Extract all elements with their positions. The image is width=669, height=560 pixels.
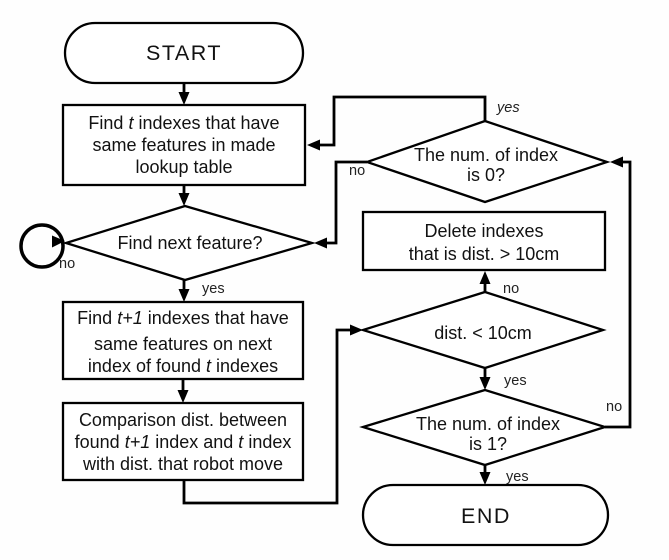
- self-loop-find-next-no: [19, 223, 65, 269]
- decision-shape: [359, 290, 607, 370]
- label-find-next-no: no: [59, 256, 75, 272]
- edge-num0-yes-to-find-t: [307, 95, 487, 151]
- node-find-t1-indexes: Find t+1 indexes that have same features…: [61, 300, 305, 381]
- terminator-shape: [361, 483, 610, 547]
- comparison-line-2: found t+1 index and t index: [75, 432, 292, 452]
- num1-line-2: is 1?: [469, 434, 507, 454]
- arrowhead-icon: [479, 271, 491, 284]
- node-comparison: Comparison dist. between found t+1 index…: [61, 401, 305, 482]
- node-delete-indexes: Delete indexes that is dist. > 10cm: [361, 210, 607, 272]
- decision-shape: [359, 388, 609, 467]
- find-t1-line-2: same features on next: [94, 334, 272, 354]
- node-num-index-0: The num. of index is 0?: [363, 119, 611, 204]
- edge-find-t1-to-comparison: [177, 379, 189, 403]
- edge-dist-no-to-delete: [479, 271, 491, 292]
- edge-num1-yes-to-end: [479, 465, 491, 485]
- label-num1-no: no: [606, 399, 622, 415]
- process-shape: [61, 300, 305, 381]
- find-t1-line-3: index of found t indexes: [88, 356, 278, 376]
- edge-start-to-find-t: [178, 83, 190, 105]
- find-t-line-2: same features in made: [92, 135, 275, 155]
- num0-line-1: The num. of index: [414, 145, 558, 165]
- node-num-index-1: The num. of index is 1?: [359, 388, 609, 467]
- arrowhead-icon: [52, 235, 65, 248]
- arrowhead-icon: [479, 377, 491, 390]
- node-end: END: [361, 483, 610, 547]
- find-t1-line-1: Find t+1 indexes that have: [77, 308, 289, 328]
- loop-circle: [19, 223, 65, 269]
- arrowhead-icon: [178, 193, 190, 206]
- decision-shape: [363, 119, 611, 204]
- delete-line-2: that is dist. > 10cm: [409, 244, 560, 264]
- node-find-next-feature: Find next feature?: [62, 204, 317, 282]
- node-dist-less-10cm: dist. < 10cm: [359, 290, 607, 370]
- start-label: START: [146, 41, 222, 65]
- arrowhead-icon: [307, 139, 320, 151]
- edge-num1-no-to-num0: [605, 156, 632, 429]
- label-num0-no: no: [349, 163, 365, 179]
- comparison-line-1: Comparison dist. between: [79, 410, 287, 430]
- arrowhead-icon: [479, 472, 491, 485]
- find-t-line-1: Find t indexes that have: [88, 113, 279, 133]
- edge-dist-yes-to-num1: [479, 368, 491, 390]
- node-find-t-indexes: Find t indexes that have same features i…: [61, 103, 307, 187]
- arrowhead-icon: [178, 92, 190, 105]
- arrowhead-icon: [314, 237, 327, 249]
- label-dist-no: no: [503, 281, 519, 297]
- num0-line-2: is 0?: [467, 165, 505, 185]
- delete-line-1: Delete indexes: [424, 221, 543, 241]
- dist-line-1: dist. < 10cm: [434, 323, 532, 343]
- label-num0-yes: yes: [496, 100, 520, 116]
- edge-find-t-to-find-next: [178, 185, 190, 206]
- terminator-shape: [63, 21, 305, 85]
- find-next-line-1: Find next feature?: [117, 233, 262, 253]
- edge-find-next-yes-to-find-t1: [178, 280, 190, 302]
- find-t-line-3: lookup table: [135, 157, 232, 177]
- process-shape: [61, 103, 307, 187]
- edge-comparison-to-dist-decision: [182, 324, 363, 505]
- edge-num0-no-to-find-next: [314, 160, 367, 249]
- node-start: START: [63, 21, 305, 85]
- end-label: END: [461, 504, 511, 528]
- arrowhead-icon: [177, 390, 189, 403]
- comparison-line-3: with dist. that robot move: [82, 454, 283, 474]
- label-dist-yes: yes: [504, 373, 527, 389]
- process-shape: [361, 210, 607, 272]
- arrowhead-icon: [178, 289, 190, 302]
- process-shape: [61, 401, 305, 482]
- label-num1-yes: yes: [506, 469, 529, 485]
- arrowhead-icon: [610, 156, 623, 168]
- arrowhead-icon: [350, 324, 363, 336]
- label-find-next-yes: yes: [202, 281, 225, 297]
- num1-line-1: The num. of index: [416, 414, 560, 434]
- decision-shape: [62, 204, 317, 282]
